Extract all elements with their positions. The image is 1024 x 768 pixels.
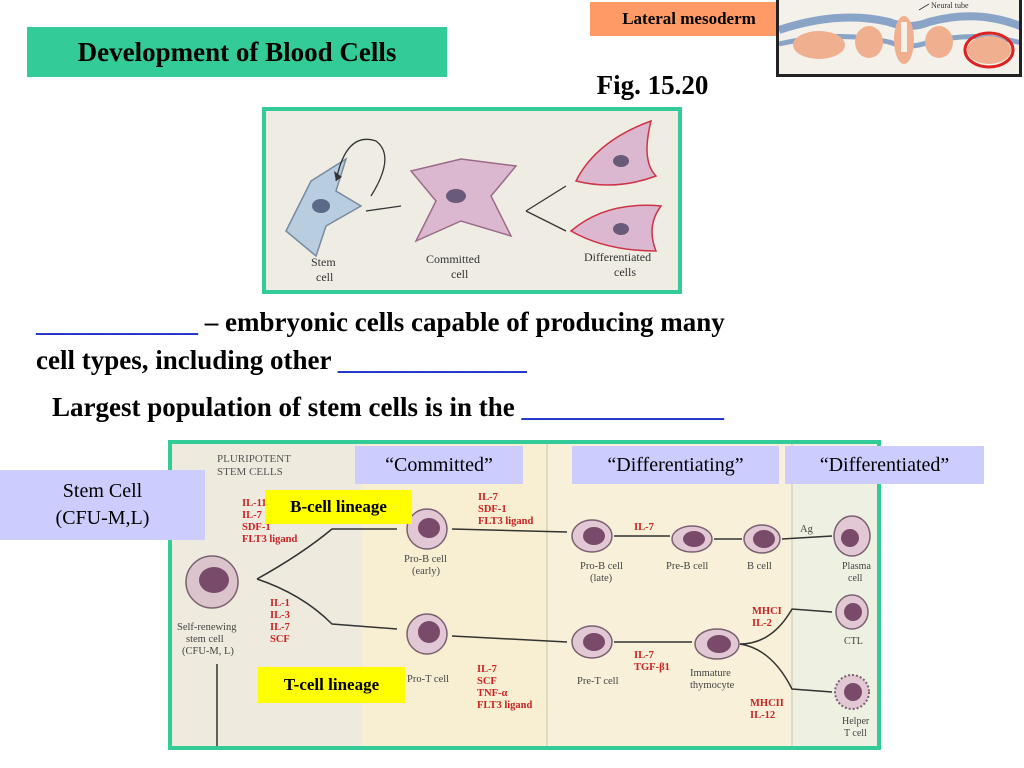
stem-label-3: (CFU-M, L)	[182, 646, 234, 657]
stem-cell-label-2: cell	[316, 270, 334, 284]
stem-cell-box-line2: (CFU-M,L)	[55, 507, 150, 529]
definition-text-1: – embryonic cells capable of producing m…	[198, 307, 725, 337]
t-factor-2a: IL-7	[477, 664, 497, 675]
differentiating-stage-label: “Differentiating”	[572, 446, 779, 484]
t-factor-2c: TNF-α	[477, 688, 507, 699]
stem-cell-location-sentence: Largest population of stem cells is in t…	[52, 392, 952, 423]
stem-label-1: Self-renewing	[177, 622, 237, 633]
b-factor-2c: FLT3 ligand	[478, 516, 534, 527]
differentiated-stage-label: “Differentiated”	[785, 446, 984, 484]
slide-title: Development of Blood Cells	[27, 27, 447, 77]
pro-t-label: Pro-T cell	[407, 674, 449, 685]
il12-label: IL-12	[750, 710, 775, 721]
mhci-label: MHCI	[752, 606, 782, 617]
b-il7-label: IL-7	[634, 522, 654, 533]
stem-label-2: stem cell	[186, 634, 224, 645]
b-factor-1c: SDF-1	[242, 522, 271, 533]
pro-b-early-label-2: (early)	[412, 566, 440, 577]
definition-text-2: cell types, including other	[36, 345, 338, 375]
lateral-mesoderm-label: Lateral mesoderm	[590, 2, 788, 36]
immature-label: Immature	[690, 668, 731, 679]
pre-t-label: Pre-T cell	[577, 676, 619, 687]
immature-label-2: thymocyte	[690, 680, 735, 691]
pluripotent-header-2: STEM CELLS	[217, 466, 283, 478]
embryo-inset-image: Neural tube	[776, 0, 1022, 77]
location-text: Largest population of stem cells is in t…	[52, 392, 522, 422]
b-factor-1b: IL-7	[242, 510, 262, 521]
pro-b-early-label: Pro-B cell	[404, 554, 447, 565]
stem-cell-box: Stem Cell (CFU-M,L)	[0, 470, 205, 540]
differentiated-cells-label-2: cells	[614, 265, 636, 279]
plasma-label: Plasma	[842, 561, 871, 572]
blank-3: _______________	[521, 392, 725, 422]
helper-label-2: T cell	[844, 728, 867, 739]
blank-2: ______________	[337, 345, 527, 375]
committed-cell-label: Committed	[426, 252, 480, 266]
stem-cell-box-line1: Stem Cell	[62, 480, 143, 502]
t-factor-1a: IL-1	[270, 598, 290, 609]
stem-cell-definition: ____________ – embryonic cells capable o…	[36, 303, 936, 379]
t-factor-3a: IL-7	[634, 650, 654, 661]
b-factor-2a: IL-7	[478, 492, 498, 503]
t-factor-1d: SCF	[270, 634, 290, 645]
pro-b-late-label: Pro-B cell	[580, 561, 623, 572]
ag-label: Ag	[800, 524, 814, 535]
t-factor-1c: IL-7	[270, 622, 290, 633]
plasma-label-2: cell	[848, 573, 863, 584]
t-factor-2b: SCF	[477, 676, 497, 687]
b-factor-2b: SDF-1	[478, 504, 507, 515]
b-factor-1a: IL-11	[242, 498, 267, 509]
committed-stage-label: “Committed”	[355, 446, 523, 484]
il2-label: IL-2	[752, 618, 772, 629]
t-factor-3b: TGF-β1	[634, 662, 670, 673]
pro-b-late-label-2: (late)	[590, 573, 613, 584]
committed-cell-label-2: cell	[451, 267, 469, 281]
pre-b-label: Pre-B cell	[666, 561, 708, 572]
mhcii-label: MHCII	[750, 698, 784, 709]
neural-tube-label: Neural tube	[931, 1, 969, 10]
blank-1: ____________	[36, 307, 198, 337]
b-cell-label: B cell	[747, 561, 772, 572]
helper-label: Helper	[842, 716, 870, 727]
b-factor-1d: FLT3 ligand	[242, 534, 298, 545]
t-factor-2d: FLT3 ligand	[477, 700, 533, 711]
pluripotent-header: PLURIPOTENT	[217, 453, 291, 465]
figure-number: Fig. 15.20	[596, 70, 709, 100]
cell-differentiation-figure: Stem cell Committed cell Differentiated …	[262, 107, 682, 294]
t-cell-lineage-label: T-cell lineage	[258, 667, 405, 703]
differentiated-cells-label: Differentiated	[584, 250, 651, 264]
lymphocyte-lineage-figure: PLURIPOTENT STEM CELLS Self-renewing ste…	[168, 440, 881, 750]
ctl-label: CTL	[844, 636, 863, 647]
b-cell-lineage-label: B-cell lineage	[265, 490, 412, 524]
t-factor-1b: IL-3	[270, 610, 290, 621]
stem-cell-label: Stem	[311, 255, 336, 269]
